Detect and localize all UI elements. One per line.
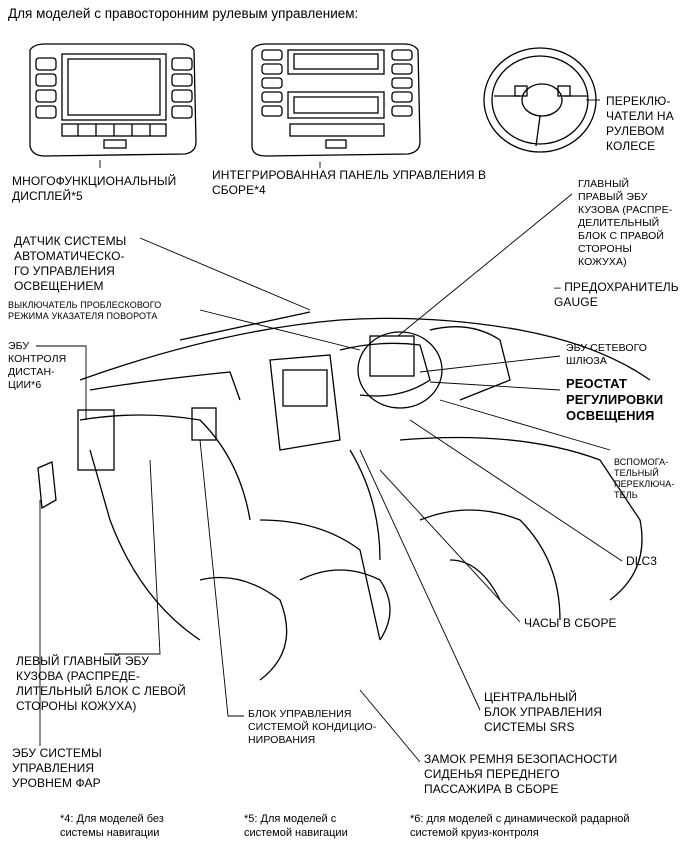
page-title: Для моделей с правосторонним рулевым упр…: [8, 6, 359, 21]
dashboard-body-drawing: [79, 311, 651, 681]
label-seatbelt-buckle: ЗАМОК РЕМНЯ БЕЗОПАСНОСТИ СИДЕНЬЯ ПЕРЕДНЕ…: [424, 752, 618, 796]
label-distance-ecu: ЭБУ КОНТРОЛЯ ДИСТАН- ЦИИ*6: [8, 340, 67, 391]
label-multi-display: МНОГОФУНКЦИОНАЛЬНЫЙ ДИСПЛЕЙ*5: [12, 174, 177, 203]
integrated-panel-drawing: [251, 43, 421, 157]
label-hazard-switch: ВЫКЛЮЧАТЕЛЬ ПРОБЛЕСКОВОГО РЕЖИМА УКАЗАТЕ…: [8, 300, 162, 321]
label-dlc3: DLC3: [626, 554, 658, 568]
label-rheostat: РЕОСТАТ РЕГУЛИРОВКИ ОСВЕЩЕНИЯ: [566, 376, 664, 423]
headlamp-ecu-drawing: [37, 461, 57, 510]
footnote-4: *4: Для моделей без системы навигации: [60, 813, 164, 839]
label-integrated-panel: ИНТЕГРИРОВАННАЯ ПАНЕЛЬ УПРАВЛЕНИЯ В СБОР…: [212, 168, 487, 197]
label-srs-unit: ЦЕНТРАЛЬНЫЙ БЛОК УПРАВЛЕНИЯ СИСТЕМЫ SRS: [484, 690, 603, 734]
label-gauge-fuse: – ПРЕДОХРАНИТЕЛЬ GAUGE: [554, 280, 679, 309]
label-gateway-ecu: ЭБУ СЕТЕВОГО ШЛЮЗА: [566, 342, 648, 367]
label-wheel-switches: ПЕРЕКЛЮ- ЧАТЕЛИ НА РУЛЕВОМ КОЛЕСЕ: [606, 94, 674, 153]
label-auto-light-sensor: ДАТЧИК СИСТЕМЫ АВТОМАТИЧЕСКО- ГО УПРАВЛЕ…: [14, 234, 127, 293]
label-ac-unit: БЛОК УПРАВЛЕНИЯ СИСТЕМОЙ КОНДИЦИО- НИРОВ…: [248, 708, 377, 746]
footnote-5: *5: Для моделей с системой навигации: [244, 813, 348, 839]
label-left-main-ecu: ЛЕВЫЙ ГЛАВНЫЙ ЭБУ КУЗОВА (РАСПРЕДЕ- ЛИТЕ…: [16, 654, 186, 713]
label-headlamp-ecu: ЭБУ СИСТЕМЫ УПРАВЛЕНИЯ УРОВНЕМ ФАР: [12, 746, 102, 790]
steering-wheel-drawing: [483, 47, 597, 153]
label-main-right-ecu: ГЛАВНЫЙ ПРАВЫЙ ЭБУ КУЗОВА (РАСПРЕ- ДЕЛИТ…: [578, 178, 673, 268]
multi-display-panel-drawing: [29, 43, 197, 157]
main-right-ecu-drawing: [369, 335, 415, 377]
label-aux-switch: ВСПОМОГА- ТЕЛЬНЫЙ ПЕРЕКЛЮЧА- ТЕЛЬ: [614, 457, 675, 500]
label-clock: ЧАСЫ В СБОРЕ: [524, 616, 617, 630]
footnote-6: *6: для моделей с динамической радарной …: [410, 813, 630, 839]
ac-unit-drawing: [191, 407, 217, 441]
distance-ecu-drawing: [77, 409, 115, 471]
